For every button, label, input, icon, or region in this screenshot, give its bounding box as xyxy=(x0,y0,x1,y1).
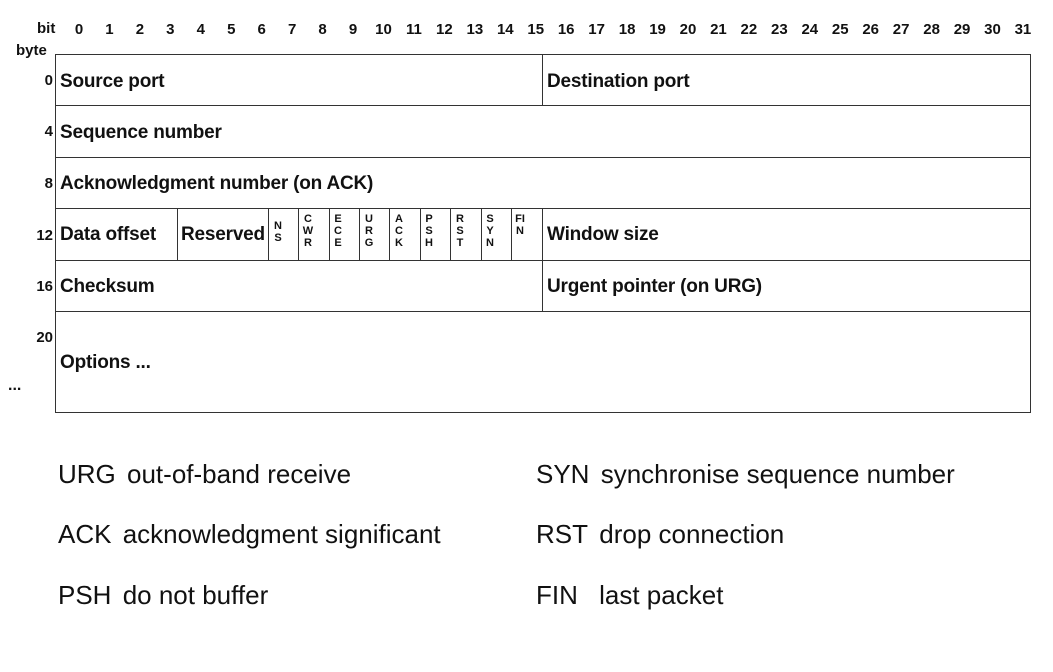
legend-item: FIN last packet xyxy=(536,580,723,611)
bit-index-label: 1 xyxy=(105,21,114,38)
bit-index-label: 15 xyxy=(527,21,545,38)
field-acknowledgment-number: Acknowledgment number (on ACK) xyxy=(60,173,374,194)
field-source-port: Source port xyxy=(60,71,165,92)
legend-code: FIN xyxy=(536,580,578,610)
column-divider xyxy=(268,208,269,260)
bit-index-label: 5 xyxy=(227,21,236,38)
legend-description: last packet xyxy=(599,580,724,610)
bit-index-label: 22 xyxy=(740,21,758,38)
bit-index-label: 14 xyxy=(496,21,514,38)
row-divider xyxy=(55,260,1031,261)
bit-axis-label: bit xyxy=(37,20,56,37)
bit-index-label: 30 xyxy=(984,21,1001,38)
tcp-header-grid xyxy=(55,54,1031,413)
bit-index-label: 27 xyxy=(892,21,910,38)
bit-index-label: 13 xyxy=(466,21,484,38)
column-divider xyxy=(420,208,421,260)
flag-psh: PSH xyxy=(425,213,433,249)
bit-index-label: 3 xyxy=(166,21,175,38)
flag-ns: NS xyxy=(274,220,282,244)
legend-description: synchronise sequence number xyxy=(600,459,955,489)
bit-index-label: 31 xyxy=(1014,21,1032,38)
bit-index-label: 26 xyxy=(862,21,880,38)
field-urgent-pointer: Urgent pointer (on URG) xyxy=(547,276,762,297)
flag-syn: SYN xyxy=(486,213,494,249)
column-divider xyxy=(542,260,543,312)
bit-index-label: 10 xyxy=(375,21,392,38)
legend-item: ACK acknowledgment significant xyxy=(58,519,441,550)
column-divider xyxy=(329,208,330,260)
column-divider xyxy=(450,208,451,260)
column-divider xyxy=(177,208,178,260)
row-divider xyxy=(55,311,1031,312)
byte-offset-8: 8 xyxy=(44,175,53,192)
byte-offset-16: 16 xyxy=(36,278,53,295)
bit-index-label: 23 xyxy=(771,21,788,38)
flag-ack: ACK xyxy=(395,213,403,249)
row-divider xyxy=(55,157,1031,158)
legend-description: acknowledgment significant xyxy=(122,519,441,549)
field-sequence-number: Sequence number xyxy=(60,122,222,143)
byte-offset-20: 20 xyxy=(36,329,53,346)
field-window-size: Window size xyxy=(547,224,659,245)
bit-index-label: 8 xyxy=(318,21,327,38)
field-destination-port: Destination port xyxy=(547,71,690,92)
legend-code: ACK xyxy=(58,519,112,549)
flag-cwr: CWR xyxy=(302,213,314,249)
bit-index-label: 7 xyxy=(287,21,297,38)
bit-index-label: 20 xyxy=(679,21,697,38)
column-divider xyxy=(542,54,543,106)
bit-index-label: 18 xyxy=(618,21,636,38)
bit-index-label: 21 xyxy=(710,21,727,38)
legend-code: PSH xyxy=(58,580,112,610)
byte-offset-ellipsis: ... xyxy=(8,377,22,394)
bit-index-label: 24 xyxy=(801,21,819,38)
bit-index-label: 4 xyxy=(196,21,205,38)
bit-index-label: 0 xyxy=(74,21,84,38)
bit-index-label: 12 xyxy=(436,21,453,38)
byte-offset-12: 12 xyxy=(36,227,53,244)
column-divider xyxy=(359,208,360,260)
bit-index-label: 28 xyxy=(923,21,940,38)
column-divider xyxy=(511,208,512,260)
column-divider xyxy=(298,208,299,260)
legend-item: URG out-of-band receive xyxy=(58,459,351,490)
field-reserved: Reserved xyxy=(181,224,265,245)
bit-index-label: 6 xyxy=(257,21,266,38)
bit-index-label: 25 xyxy=(831,21,849,38)
row-divider xyxy=(55,208,1031,209)
column-divider xyxy=(481,208,482,260)
row-divider xyxy=(55,105,1031,106)
field-data-offset: Data offset xyxy=(60,224,156,245)
bit-index-label: 19 xyxy=(649,21,666,38)
legend-item: RST drop connection xyxy=(536,519,784,550)
byte-offset-0: 0 xyxy=(44,72,53,89)
bit-index-label: 16 xyxy=(557,21,575,38)
legend-code: SYN xyxy=(536,459,590,489)
byte-offset-4: 4 xyxy=(44,123,53,140)
column-divider xyxy=(389,208,390,260)
legend-description: out-of-band receive xyxy=(127,459,352,489)
flag-urg: URG xyxy=(364,213,374,249)
field-options: Options ... xyxy=(60,352,151,373)
legend-description: do not buffer xyxy=(122,580,269,610)
bit-index-label: 17 xyxy=(588,21,605,38)
bit-index-label: 2 xyxy=(135,21,145,38)
field-checksum: Checksum xyxy=(60,276,155,297)
legend-item: PSH do not buffer xyxy=(58,580,268,611)
legend-description: drop connection xyxy=(599,519,785,549)
legend-code: RST xyxy=(536,519,588,549)
flag-rst: RST xyxy=(456,213,464,249)
bit-index-label: 29 xyxy=(953,21,971,38)
column-divider xyxy=(542,208,543,260)
flag-ece: ECE xyxy=(334,213,342,249)
legend-item: SYN synchronise sequence number xyxy=(536,459,955,490)
flag-fin: FIN xyxy=(515,213,525,237)
legend-code: URG xyxy=(58,459,116,489)
bit-index-label: 9 xyxy=(348,21,358,38)
byte-axis-label: byte xyxy=(16,42,47,59)
bit-index-label: 11 xyxy=(406,21,422,38)
